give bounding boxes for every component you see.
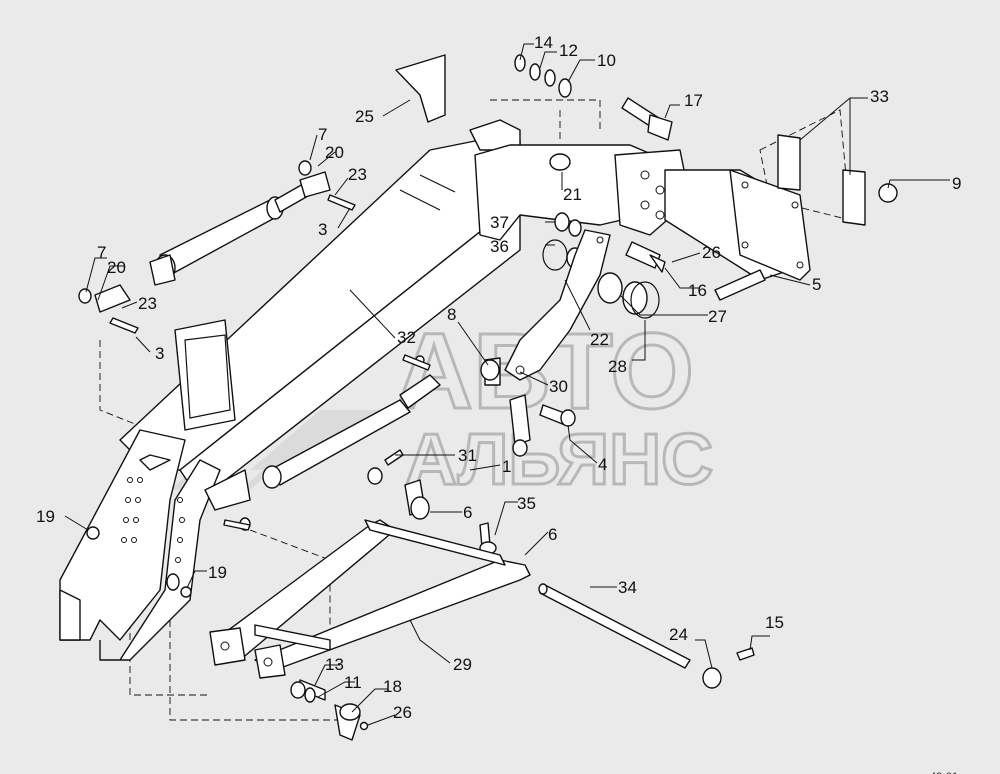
callout-4: 4 [598,455,607,474]
callout-19-lower: 19 [208,563,227,582]
callout-12: 12 [559,41,578,60]
callout-14: 14 [534,33,553,52]
callout-33: 33 [870,87,889,106]
callout-22: 22 [590,330,609,349]
callout-7-lower: 7 [97,243,106,262]
callout-31: 31 [458,446,477,465]
main-boom [59,119,521,661]
callout-13: 13 [325,655,344,674]
watermark-line2: АЛЬЯНС [405,420,713,500]
callout-5: 5 [812,275,821,294]
callout-37: 37 [490,213,509,232]
callout-18: 18 [383,677,402,696]
callout-24: 24 [669,625,688,644]
mast-housing [474,134,866,281]
fasteners [78,54,898,741]
callout-26: 26 [702,243,721,262]
callout-15: 15 [765,613,784,632]
callout-19: 19 [36,507,55,526]
callout-30: 30 [549,377,568,396]
callout-6-right: 6 [548,525,557,544]
callout-29: 29 [453,655,472,674]
callout-17: 17 [684,91,703,110]
callout-34: 34 [618,578,637,597]
callout-7: 7 [318,125,327,144]
callout-27: 27 [708,307,727,326]
corner-code: 49-01 [930,771,958,774]
callout-35: 35 [517,494,536,513]
callout-1: 1 [502,457,511,476]
callout-8: 8 [447,305,456,324]
callout-3-lower: 3 [155,344,164,363]
callout-6: 6 [463,503,472,522]
callout-3: 3 [318,220,327,239]
callout-labels: 14 12 10 17 33 25 7 20 23 3 21 9 37 36 2… [36,33,961,722]
hydraulic-cylinders [149,171,441,489]
a-frame [209,519,691,679]
callout-25: 25 [355,107,374,126]
callout-11: 11 [344,673,362,692]
callout-32: 32 [397,328,416,347]
callout-21: 21 [563,185,582,204]
callout-20-lower: 20 [107,258,126,277]
leader-lines [64,43,950,726]
callout-26-lower: 26 [393,703,412,722]
callout-23: 23 [348,165,367,184]
callout-36: 36 [490,237,509,256]
callout-28: 28 [608,357,627,376]
callout-10: 10 [597,51,616,70]
callout-16: 16 [688,281,707,300]
callout-23-lower: 23 [138,294,157,313]
callout-9: 9 [952,174,961,193]
callout-20: 20 [325,143,344,162]
